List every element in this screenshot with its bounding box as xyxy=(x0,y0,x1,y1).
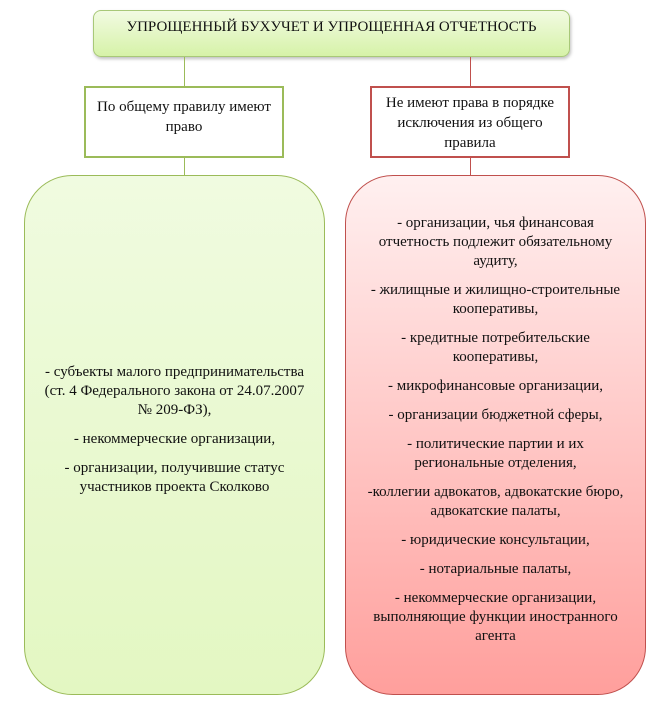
list-item: - некоммерческие организации, выполняющи… xyxy=(373,590,618,644)
title-box: УПРОЩЕННЫЙ БУХУЧЕТ И УПРОЩЕННАЯ ОТЧЕТНОС… xyxy=(93,10,570,57)
right-list-box: - организации, чья финансовая отчетность… xyxy=(345,175,646,695)
list-item: - субъекты малого предпринимательства (с… xyxy=(44,364,305,418)
list-item: - организации, чья финансовая отчетность… xyxy=(378,215,613,269)
list-item: -коллегии адвокатов, адвокатские бюро, а… xyxy=(367,484,624,519)
list-item: - организации, получившие статус участни… xyxy=(64,460,285,495)
list-item: - некоммерческие организации, xyxy=(73,431,276,447)
left-list-box: - субъекты малого предпринимательства (с… xyxy=(24,175,325,695)
list-item: - жилищные и жилищно-строительные коопер… xyxy=(370,282,621,317)
left-header-box: По общему правилу имеют право xyxy=(84,86,284,158)
list-item: - юридические консультации, xyxy=(401,532,590,548)
list-item: - кредитные потребительские кооперативы, xyxy=(401,330,590,365)
connector-right-bottom xyxy=(470,158,471,175)
connector-left-bottom xyxy=(184,158,185,175)
right-header: Не имеют права в порядке исключения из о… xyxy=(385,95,555,151)
connector-left-top xyxy=(184,57,185,86)
list-item: - политические партии и их региональные … xyxy=(407,436,584,471)
connector-right-top xyxy=(470,57,471,86)
right-header-box: Не имеют права в порядке исключения из о… xyxy=(370,86,570,158)
list-item: - организации бюджетной сферы, xyxy=(388,407,603,423)
left-header: По общему правилу имеют право xyxy=(97,99,271,135)
title: УПРОЩЕННЫЙ БУХУЧЕТ И УПРОЩЕННАЯ ОТЧЕТНОС… xyxy=(126,19,537,35)
list-item: - микрофинансовые организации, xyxy=(387,378,604,394)
list-item: - нотариальные палаты, xyxy=(419,561,572,577)
